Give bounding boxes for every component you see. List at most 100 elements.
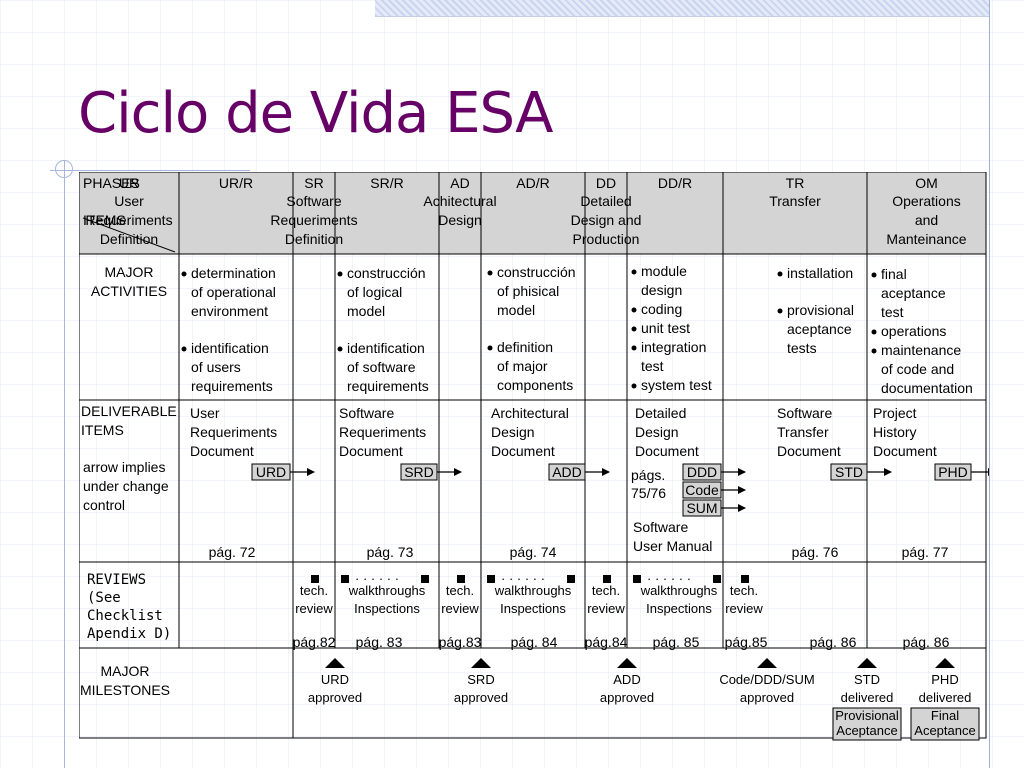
milestones-label: MILESTONES xyxy=(80,682,170,698)
deliverable-std-label: STD xyxy=(835,464,863,480)
milestone-triangle xyxy=(617,658,637,668)
milestone-triangle xyxy=(935,658,955,668)
phase-name: Design xyxy=(438,212,482,228)
deliverable-ur: User xyxy=(190,405,220,421)
activity-ur: of users xyxy=(191,359,241,375)
milestone-triangle xyxy=(471,658,491,668)
title-underline xyxy=(50,170,250,171)
review-dots: · · · · · · xyxy=(355,571,399,586)
milestone-label: URD xyxy=(321,672,349,687)
milestone-label: delivered xyxy=(919,690,972,705)
deliverable-dd-pages: 75/76 xyxy=(631,485,666,501)
review-square-marker xyxy=(741,575,749,583)
activity-dd: integration xyxy=(641,339,706,355)
phase-name: Operations xyxy=(892,193,960,209)
review-dots: · · · · · · xyxy=(647,571,691,586)
deliverable-ad: Architectural xyxy=(491,405,569,421)
activity-sr: model xyxy=(347,303,385,319)
deliverable-sr: Requeriments xyxy=(339,424,426,440)
activity-ur: of operational xyxy=(191,284,276,300)
activity-sr: of software xyxy=(347,359,416,375)
activity-ur: requirements xyxy=(191,378,273,394)
deliverable-phd-label: PHD xyxy=(938,464,968,480)
arrow-note: arrow implies xyxy=(83,459,165,475)
phase-name: Requeriments xyxy=(270,212,357,228)
review-page: pág. 86 xyxy=(903,634,950,650)
right-decor-line xyxy=(989,0,990,768)
activity-om: test xyxy=(881,304,904,320)
review-tech-sr-r: review xyxy=(441,601,479,616)
review-dots: · · · · · · xyxy=(501,571,545,586)
review-tech-ur-r: tech. xyxy=(300,583,328,598)
deliverable-ad-page: pág. 74 xyxy=(510,544,557,560)
review-walk-dd: Inspections xyxy=(646,601,712,616)
top-decor-band xyxy=(375,0,990,17)
deliverables-label: DELIVERABLE xyxy=(81,403,177,419)
activity-dd: module xyxy=(641,263,687,279)
phase-name: Definition xyxy=(100,231,158,247)
milestone-box xyxy=(832,707,902,741)
review-square-marker xyxy=(713,575,721,583)
milestone-triangle xyxy=(757,658,777,668)
phase-name: and xyxy=(915,212,938,228)
deliverable-urd-label: URD xyxy=(256,464,286,480)
activity-ad: construcción xyxy=(497,264,576,280)
milestone-triangle xyxy=(857,658,877,668)
phase-name: User xyxy=(114,193,144,209)
review-page: pág. 86 xyxy=(810,634,857,650)
activity-om: operations xyxy=(881,323,946,339)
review-square-marker xyxy=(567,575,575,583)
phase-name: Production xyxy=(573,231,640,247)
activity-om: of code and xyxy=(881,361,954,377)
deliverable-ur: Document xyxy=(190,443,254,459)
deliverable-sr: Document xyxy=(339,443,403,459)
activity-tr: aceptance xyxy=(787,321,852,337)
review-tech-ad-r: review xyxy=(587,601,625,616)
milestone-box-label: Aceptance xyxy=(914,723,975,738)
deliverable-sr-page: pág. 73 xyxy=(367,544,414,560)
review-page: pág.84 xyxy=(585,634,628,650)
deliverable-om: Document xyxy=(873,443,937,459)
activity-tr: installation xyxy=(787,265,853,281)
deliverable-dd: Document xyxy=(635,443,699,459)
activity-ad: of phisical xyxy=(497,283,559,299)
reviews-label: Checklist xyxy=(87,608,163,624)
phase-code: AD xyxy=(450,175,469,191)
activity-sr: of logical xyxy=(347,284,402,300)
bullet-dot xyxy=(777,271,783,277)
activity-dd: coding xyxy=(641,301,682,317)
review-tech-dd-r: tech. xyxy=(730,583,758,598)
phase-code: UR/R xyxy=(219,175,253,191)
phase-name: Definition xyxy=(285,231,343,247)
deliverable-tr: Software xyxy=(777,405,832,421)
bullet-dot xyxy=(337,271,343,277)
activity-ad: of major xyxy=(497,358,548,374)
deliverable-tr: Transfer xyxy=(777,424,829,440)
milestone-label: SRD xyxy=(467,672,494,687)
phase-name: Software xyxy=(286,193,341,209)
review-walk-dd: walkthroughs xyxy=(640,583,718,598)
deliverable-ur-page: pág. 72 xyxy=(209,544,256,560)
phase-name: Detailed xyxy=(580,193,631,209)
milestone-label: ADD xyxy=(613,672,640,687)
phase-code: DD xyxy=(596,175,616,191)
phases-diagonal-line xyxy=(82,217,176,253)
activity-om: aceptance xyxy=(881,285,946,301)
decor-circle xyxy=(55,160,73,178)
activity-ur: environment xyxy=(191,303,268,319)
bullet-dot xyxy=(871,329,877,335)
bullet-dot xyxy=(631,326,637,332)
review-walk-ad: Inspections xyxy=(500,601,566,616)
deliverable-dd-manual: Software xyxy=(633,519,688,535)
activity-dd: test xyxy=(641,358,664,374)
milestone-box-label: Final xyxy=(931,708,959,723)
activity-dd: system test xyxy=(641,377,712,393)
diagram-content: PHASESITEMSURUserRequerimentsDefinitionU… xyxy=(79,172,989,741)
review-walk-sr: Inspections xyxy=(354,601,420,616)
phase-code: AD/R xyxy=(516,175,549,191)
review-walk-sr: walkthroughs xyxy=(348,583,426,598)
deliverable-om-page: pág. 77 xyxy=(902,544,949,560)
review-tech-dd-r: review xyxy=(725,601,763,616)
milestone-label: PHD xyxy=(931,672,958,687)
